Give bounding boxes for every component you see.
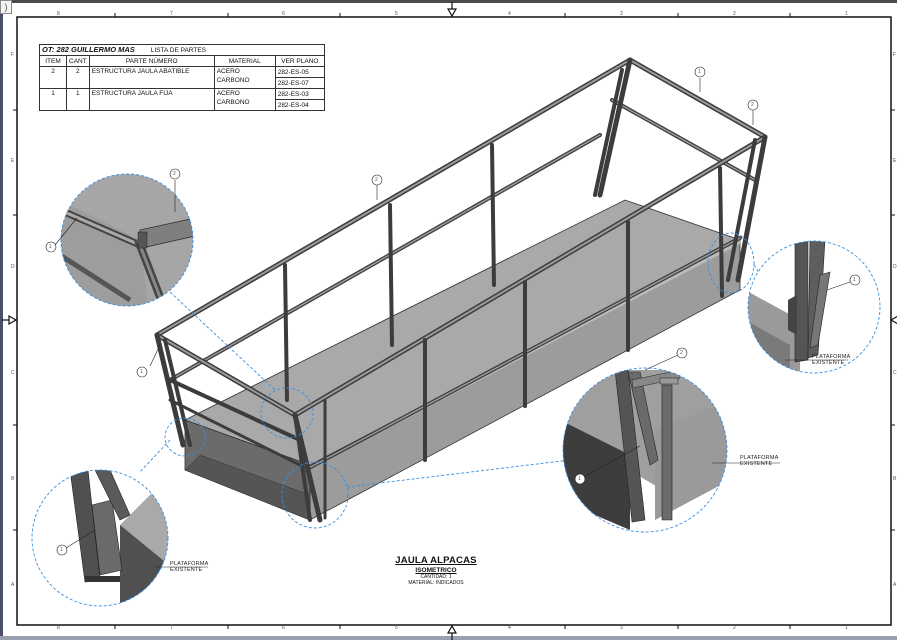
platform-label-line1: PLATAFORMA [170,561,209,567]
balloon-label: 2 [173,171,176,177]
detail-view-top-left [45,168,194,307]
zone-number: 3 [620,11,623,17]
zone-number: 8 [57,11,60,17]
main-balloons [136,66,759,378]
zone-letter: E [11,158,15,164]
zone-number: 3 [620,625,623,631]
row-item: 1 [39,88,67,111]
balloon-label: 1 [60,547,63,553]
row-item: 2 [39,66,67,89]
zone-number: 4 [508,11,511,17]
header-plano: VER PLANO [274,55,326,67]
zone-number: 4 [508,625,511,631]
detail-view-right [747,240,881,374]
corner-tab[interactable]: ) [0,0,12,14]
view-name: ISOMETRICO [415,567,457,574]
parts-list-header: ITEM CANT PARTE NÚMERO MATERIAL VER PLAN… [39,55,326,67]
zone-letter: A [11,582,15,588]
table-row: 2 2 ESTRUCTURA JAULA ABATIBLE ACERO CARB… [39,66,326,89]
zone-number: 5 [395,11,398,17]
window-top-edge [8,0,897,3]
row-plano: 282-ES-03 [274,88,326,100]
balloon-label: 1 [853,277,856,283]
header-cant: CANT [66,55,90,67]
row-parte: ESTRUCTURA JAULA ABATIBLE [88,66,215,89]
balloon-label: 1 [578,476,581,482]
zone-ticks [13,13,895,629]
platform-label-line1: PLATAFORMA [812,354,851,360]
parts-list-title-row: OT: 282 GUILLERMO MAS LISTA DE PARTES [39,44,325,56]
cage-tubes [154,57,768,523]
material-note: MATERIAL: INDICADOS [408,580,464,586]
zone-number: 2 [733,11,736,17]
row-plano: 282-ES-07 [274,77,326,89]
sheet-border [16,16,892,626]
work-order-label: OT: 282 GUILLERMO MAS [42,45,135,54]
row-plano: 282-ES-05 [274,66,326,78]
row-material: ACERO CARBONO [213,88,276,111]
row-material: ACERO CARBONO [213,66,276,89]
drawing-title: JAULA ALPACAS [395,555,477,566]
table-row: 1 1 ESTRUCTURA JAULA FIJA ACERO CARBONO … [39,88,326,111]
table-row-cont: 282-ES-04 [40,99,326,111]
balloon-label: 1 [698,69,701,75]
row-parte: ESTRUCTURA JAULA FIJA [88,88,215,111]
parts-list-title: LISTA DE PARTES [150,47,207,54]
window-bottom-edge [0,636,897,640]
header-parte: PARTE NÚMERO [88,55,215,67]
platform-label-right: PLATAFORMA EXISTENTE [812,354,850,366]
platform-label-bottom-right: PLATAFORMA EXISTENTE [740,455,778,467]
header-item: ITEM [39,55,67,67]
zone-letter: D [11,264,15,270]
balloon-label: 1 [49,244,52,250]
zone-letter: C [893,370,897,376]
platform-label-line1: PLATAFORMA [740,455,779,461]
zone-number: 8 [57,625,60,631]
zone-letter: B [11,476,15,482]
zone-number: 6 [282,625,285,631]
detail-view-bottom-right [562,347,780,533]
zone-number: 1 [845,625,848,631]
zone-letter: A [893,582,897,588]
zone-letter: C [11,370,15,376]
row-cant: 2 [66,66,90,89]
view-title-block: JAULA ALPACAS ISOMETRICO CANTIDAD: 1 MAT… [376,555,496,586]
platform-label-bottom-left: PLATAFORMA EXISTENTE [170,561,208,573]
parts-list-table: OT: 282 GUILLERMO MAS LISTA DE PARTES IT… [39,44,326,111]
detail-markers [139,232,771,529]
zone-letter: D [893,264,897,270]
balloon-label: 2 [680,350,683,356]
zone-letter: F [11,52,15,58]
zone-number: 5 [395,625,398,631]
zone-number: 6 [282,11,285,17]
balloon-label: 2 [375,177,378,183]
balloon-label: 2 [751,102,754,108]
zone-letter: E [893,158,897,164]
platform-label-line2: EXISTENTE [812,360,845,366]
platform-label-line2: EXISTENTE [170,567,203,573]
row-cant: 1 [66,88,90,111]
row-plano: 282-ES-04 [274,99,326,111]
platform-label-line2: EXISTENTE [740,461,773,467]
zone-number: 2 [733,625,736,631]
zone-number: 1 [845,11,848,17]
quantity-note: CANTIDAD: 1 [420,574,452,580]
zone-letter: F [893,52,897,58]
header-material: MATERIAL [213,55,276,67]
detail-view-bottom-left [31,469,208,607]
balloon-label: 1 [140,369,143,375]
zone-number: 7 [170,11,173,17]
zone-letter: B [893,476,897,482]
zone-number: 7 [170,625,173,631]
window-left-edge [0,12,3,640]
